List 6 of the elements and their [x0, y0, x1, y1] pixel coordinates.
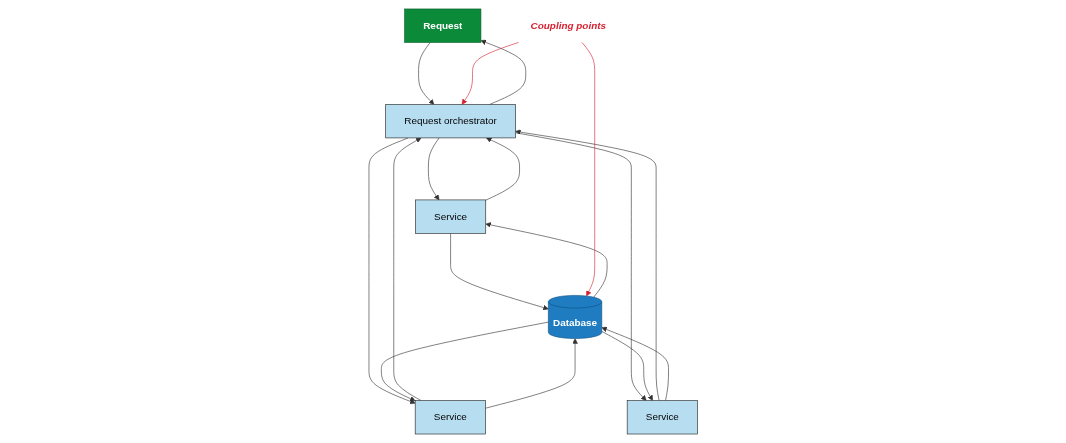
node-box: Request orchestrator: [385, 104, 516, 139]
node-box: Service: [414, 400, 486, 435]
node-box: Request: [404, 8, 482, 43]
node-box: Service: [626, 400, 698, 435]
node-text: Coupling points: [530, 20, 606, 31]
node-box: Service: [414, 199, 486, 234]
